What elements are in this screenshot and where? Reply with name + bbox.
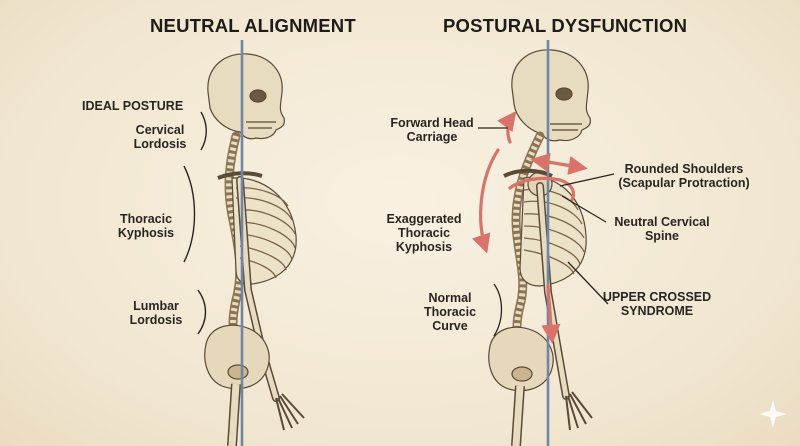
label-line: Thoracic	[119, 212, 173, 226]
pelvis-left	[204, 324, 270, 390]
label-line: Normal	[428, 291, 472, 305]
label-line: Kyphosis	[395, 240, 453, 254]
label-line: Spine	[644, 229, 680, 243]
label-lumbar-lordosis: Lumbar Lordosis	[118, 299, 194, 327]
label-line: UPPER CROSSED	[602, 290, 712, 304]
label-line: Kyphosis	[117, 226, 175, 240]
label-line: Exaggerated	[386, 212, 462, 226]
label-forward-head-carriage: Forward Head Carriage	[384, 116, 480, 144]
label-upper-crossed-syndrome: UPPER CROSSED SYNDROME	[598, 290, 716, 318]
label-line: Rounded Shoulders	[624, 162, 744, 176]
label-line: Curve	[432, 319, 468, 333]
label-line: SYNDROME	[620, 304, 694, 318]
title-postural-dysfunction: POSTURAL DYSFUNCTION	[443, 15, 688, 36]
label-ideal-posture: IDEAL POSTURE	[82, 99, 184, 113]
arrow-shoulder-arc	[508, 176, 576, 202]
label-line: (Scapular Protraction)	[618, 176, 750, 190]
hand-left	[275, 393, 305, 431]
label-normal-thoracic-curve: Normal Thoracic Curve	[414, 291, 486, 333]
ribcage-right	[519, 176, 587, 287]
pelvis-right	[488, 326, 554, 392]
sparkle-mark	[759, 400, 787, 428]
label-exaggerated-thoracic-kyphosis: Exaggerated Thoracic Kyphosis	[378, 212, 470, 254]
skull-left	[207, 53, 285, 140]
skull-right	[511, 49, 591, 142]
skeleton-dysfunction	[488, 49, 593, 446]
label-line: Cervical	[135, 123, 185, 137]
label-rounded-shoulders: Rounded Shoulders (Scapular Protraction)	[614, 162, 754, 190]
label-line: Thoracic	[397, 226, 451, 240]
leaders-right	[478, 127, 615, 337]
label-thoracic-kyphosis: Thoracic Kyphosis	[108, 212, 184, 240]
title-neutral-alignment: NEUTRAL ALIGNMENT	[150, 15, 356, 36]
label-line: Lumbar	[133, 299, 179, 313]
dysfunction-arrows	[472, 110, 588, 344]
arrow-lower	[541, 284, 561, 344]
label-line: Neutral Cervical	[614, 215, 710, 229]
skeleton-neutral	[204, 53, 305, 446]
label-line: Carriage	[406, 130, 458, 144]
curve-brackets-left	[183, 111, 207, 335]
label-cervical-lordosis: Cervical Lordosis	[120, 123, 200, 151]
label-neutral-cervical-spine: Neutral Cervical Spine	[604, 215, 720, 243]
arrow-shoulder-forward	[546, 156, 588, 175]
label-line: Lordosis	[133, 137, 187, 151]
label-line: Lordosis	[129, 313, 183, 327]
arrow-kyphosis	[472, 148, 500, 254]
hand-right	[565, 391, 593, 431]
arrow-forward-head	[497, 110, 517, 144]
label-line: Thoracic	[423, 305, 477, 319]
arrow-shoulder-back	[530, 153, 551, 172]
label-line: Forward Head	[390, 116, 474, 130]
